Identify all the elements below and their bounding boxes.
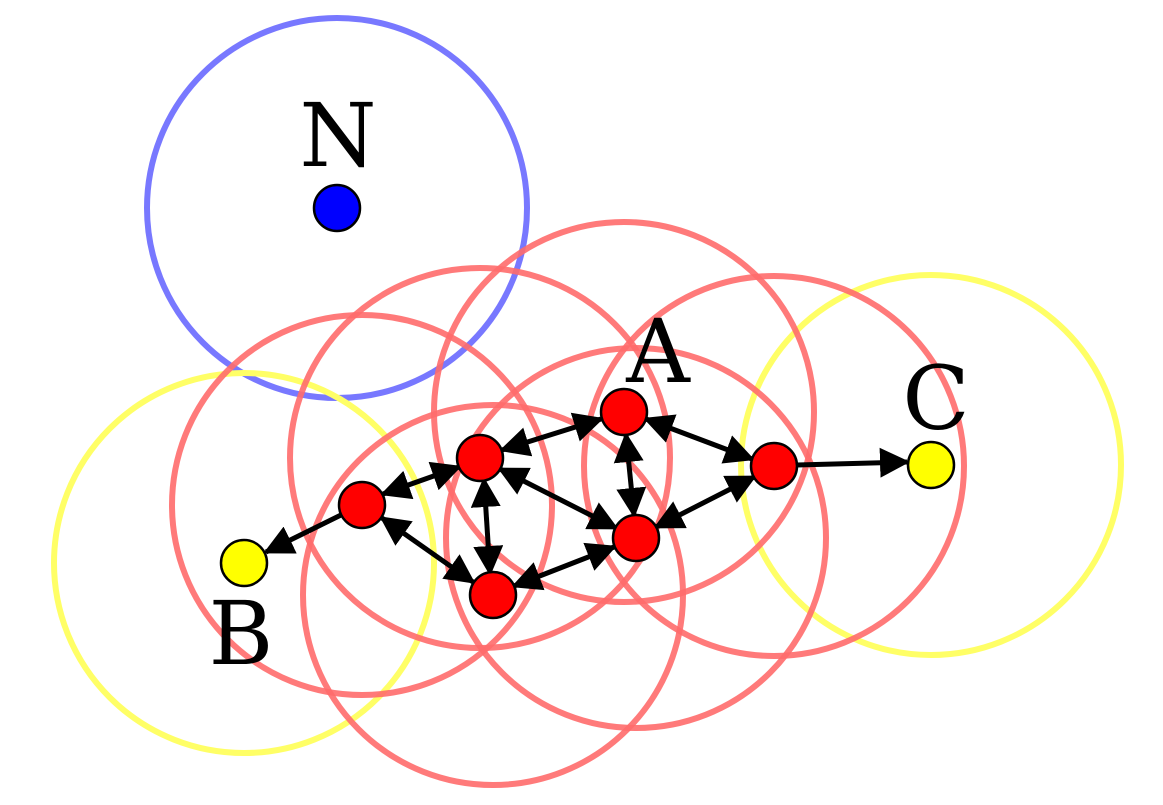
- arrow-c5-c: [796, 447, 910, 478]
- point-border-c: [906, 440, 956, 490]
- point-core-2: [455, 433, 505, 483]
- label-b: B: [209, 582, 274, 685]
- ring-border-c: [738, 272, 1124, 658]
- ring-core-5: [581, 273, 967, 659]
- arrow-c2-c3: [470, 477, 504, 576]
- point-labels: N A B C: [209, 84, 970, 685]
- points: [219, 183, 956, 620]
- point-border-b: [219, 538, 269, 588]
- label-n: N: [300, 84, 377, 187]
- label-c: C: [902, 347, 969, 450]
- arrow-ca-c4: [613, 432, 647, 518]
- point-core-4: [611, 513, 661, 563]
- arrow-ca-c5: [643, 414, 755, 464]
- point-core-a: [599, 387, 649, 437]
- label-a: A: [625, 300, 691, 403]
- point-noise-n: [312, 183, 362, 233]
- reachability-arrows: [263, 412, 910, 591]
- arrow-c2-c4: [497, 466, 619, 531]
- arrow-c4-c5: [653, 474, 757, 530]
- point-core-3: [468, 570, 518, 620]
- arrow-c3-c4: [511, 542, 617, 591]
- arrow-c2-ca: [499, 412, 604, 457]
- arrow-c1-c3: [379, 515, 476, 585]
- point-core-5: [749, 441, 799, 491]
- ring-core-a: [431, 219, 817, 605]
- arrow-c1-b: [263, 512, 343, 555]
- point-core-1: [337, 480, 387, 530]
- arrow-c1-c2: [380, 461, 462, 500]
